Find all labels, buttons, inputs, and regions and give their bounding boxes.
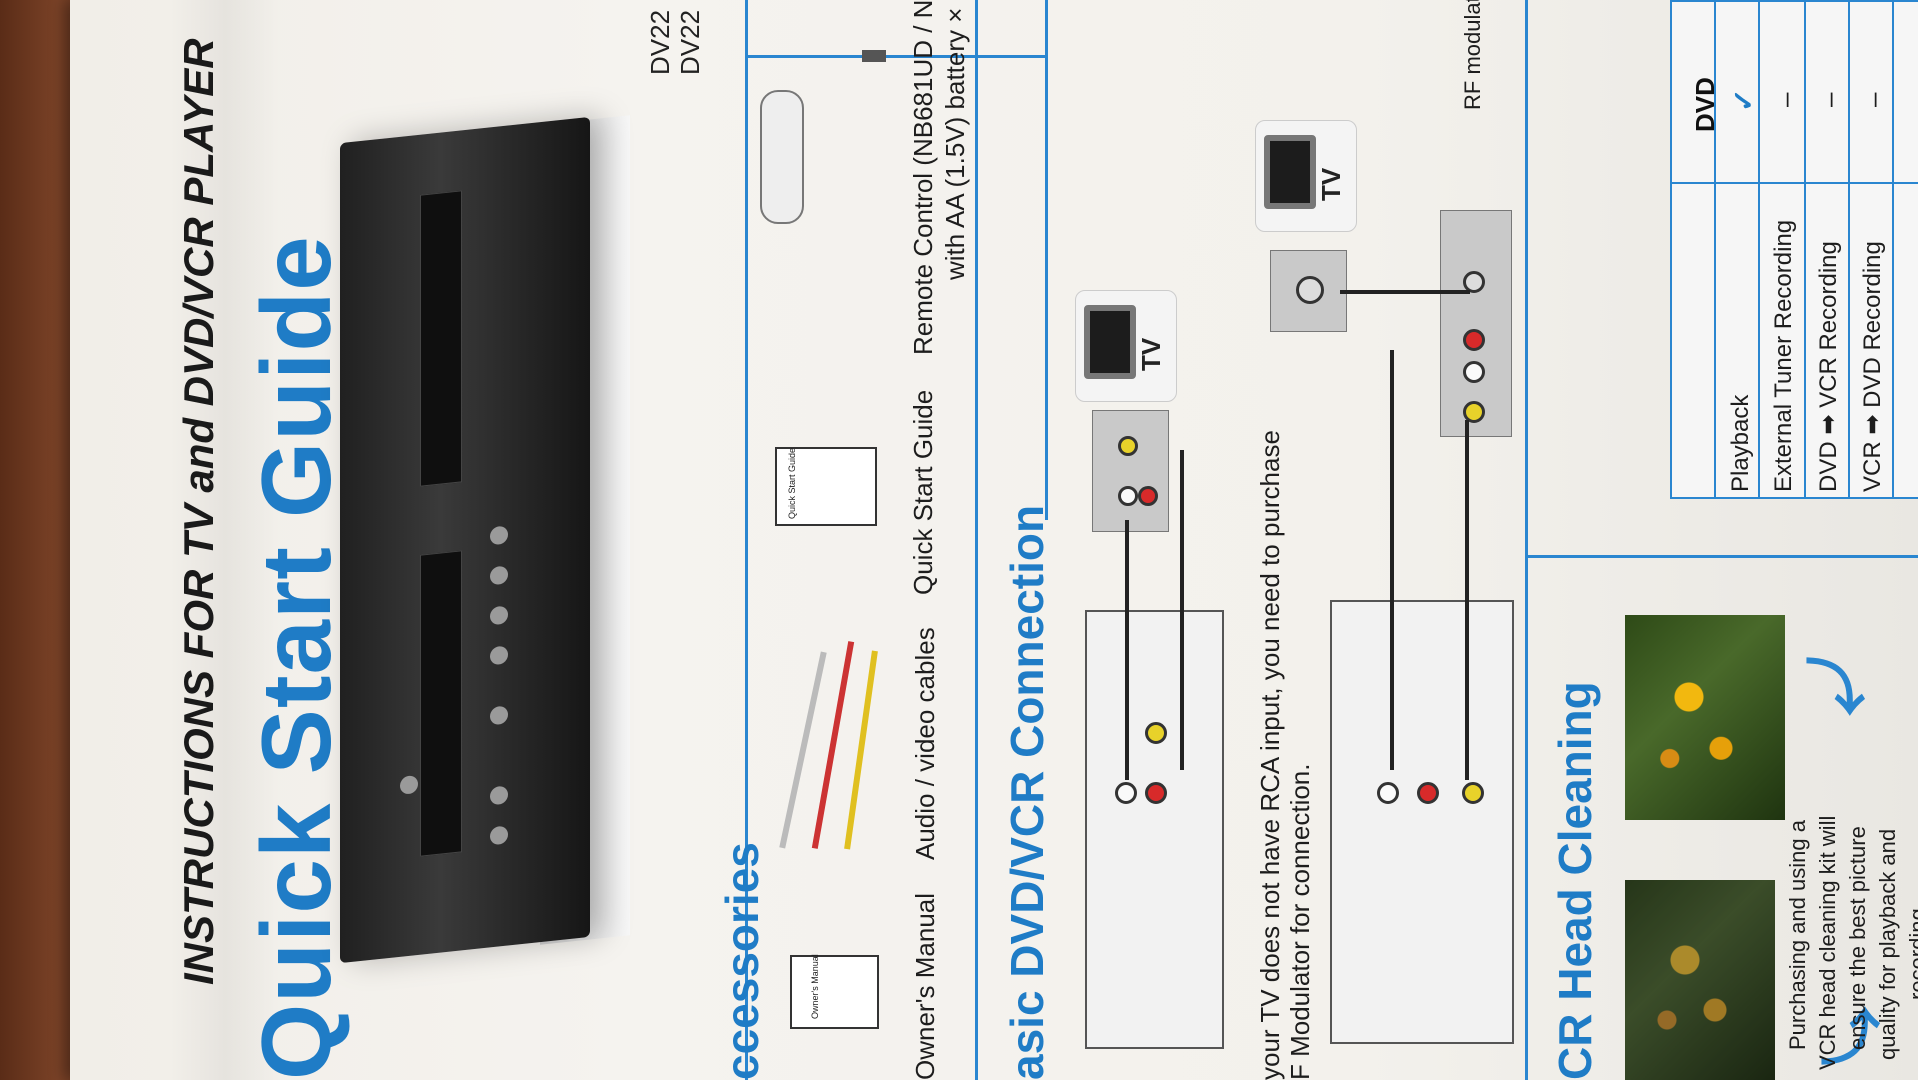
accessory-label-quick-start-guide: Quick Start Guide: [908, 389, 938, 595]
head-cleaning-caption-5: recording.: [1905, 902, 1918, 1000]
clean-picture-photo: [1625, 615, 1785, 820]
remote-control-icon: [760, 90, 804, 224]
section-border-connection: [975, 0, 978, 1080]
device-button: [490, 825, 508, 846]
table-row-label: DVD ➡ VCR Recording: [1815, 241, 1842, 492]
video-cable: [1180, 450, 1184, 770]
rf-video-cable: [1465, 420, 1469, 780]
accessory-label-owners-manual: Owner's Manual: [910, 892, 940, 1080]
table-cell-dash: –: [1770, 92, 1800, 107]
device-button: [490, 565, 508, 586]
model-number-2: DV22: [675, 9, 705, 75]
quick-start-guide-icon: Quick Start Guide: [775, 447, 877, 526]
rf-modulator-label: RF modulato: [1460, 0, 1485, 110]
av-cables-icon: [779, 630, 880, 860]
dvd-vcr-unit-diagram-2: [1330, 600, 1514, 1044]
table-row-label: Playback: [1727, 394, 1754, 492]
head-cleaning-caption-2: VCR head cleaning kit will: [1815, 815, 1840, 1070]
dvd-vcr-unit-diagram-1: [1085, 610, 1224, 1049]
device-button: [490, 705, 508, 726]
arrow-icon: ⤴: [1820, 1005, 1880, 1072]
rf-antenna-cable: [1340, 290, 1470, 294]
tv-icon-1: TV: [1075, 290, 1177, 402]
audio-cable: [1125, 520, 1129, 780]
dvd-disc-tray: [420, 550, 462, 857]
section-border-accessories: [745, 0, 748, 1080]
connection-section-title: asic DVD/VCR Connection: [1001, 504, 1053, 1080]
table-cell-dash: –: [1858, 92, 1888, 107]
rca-note-line2: F Modulator for connection.: [1285, 763, 1315, 1080]
arrow-icon: ⤵: [1805, 655, 1865, 722]
rf-modulator-panel: [1440, 210, 1512, 437]
tv-icon-2: TV: [1255, 120, 1357, 232]
head-cleaning-caption-3: ensure the best picture: [1845, 826, 1870, 1050]
model-number-1: DV22: [645, 9, 675, 75]
device-button: [400, 774, 418, 795]
section-border-headcleaning-top: [1525, 555, 1918, 558]
dvd-vcr-player-illustration: [340, 116, 590, 964]
battery-icon: [862, 50, 886, 62]
accessory-label-remote: Remote Control (NB681UD / NB6: [908, 0, 938, 355]
dirty-picture-photo: [1625, 880, 1775, 1080]
device-button: [490, 605, 508, 626]
instructions-header: INSTRUCTIONS FOR TV and DVD/VCR PLAYER: [175, 38, 222, 985]
head-cleaning-caption-4: quality for playback and: [1875, 828, 1900, 1060]
rf-audio-cable: [1390, 350, 1394, 770]
device-button: [490, 645, 508, 666]
accessory-label-av-cables: Audio / video cables: [910, 627, 940, 860]
device-button: [490, 525, 508, 546]
tv-input-panel: [1092, 410, 1169, 532]
table-cell-check: ✓: [1728, 88, 1759, 112]
head-cleaning-caption-1: Purchasing and using a: [1785, 820, 1810, 1050]
section-border-headcleaning: [1525, 0, 1528, 1080]
page-title: Quick Start Guide: [241, 235, 351, 1080]
tv-ant-in-panel: [1270, 250, 1347, 332]
function-table: DVD Playback ✓ External Tuner Recording …: [1670, 0, 1918, 499]
accessories-section-title: ccessories: [716, 842, 768, 1080]
device-button: [490, 785, 508, 806]
table-row-label: External Tuner Recording: [1770, 219, 1797, 492]
table-cell-dash: –: [1814, 92, 1844, 107]
vcr-tape-slot: [420, 190, 462, 487]
head-cleaning-section-title: CR Head Cleaning: [1549, 681, 1601, 1080]
section-border-top: [745, 55, 1045, 58]
section-border-connection-inner: [1045, 0, 1048, 520]
table-header-dvd: DVD: [1690, 77, 1720, 132]
accessory-label-battery: with AA (1.5V) battery × 2: [940, 0, 970, 280]
paper-fold: [170, 0, 280, 1080]
owners-manual-icon: Owner's Manual: [790, 954, 879, 1029]
rca-note-line1: your TV does not have RCA input, you nee…: [1255, 430, 1285, 1080]
table-row-label: VCR ➡ DVD Recording: [1859, 241, 1886, 492]
